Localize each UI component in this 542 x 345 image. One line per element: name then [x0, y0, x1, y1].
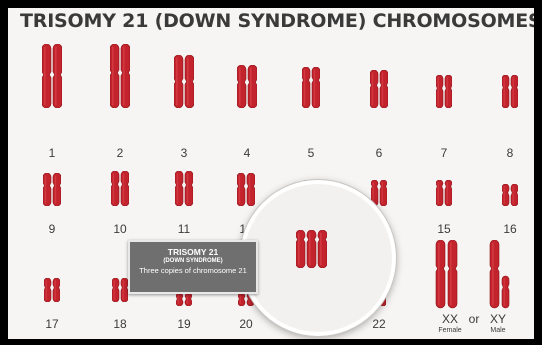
chromosome-pair-18	[112, 278, 128, 307]
chromosome-6-icon	[370, 70, 388, 108]
chromosome-label: 5	[297, 146, 325, 160]
chromosome-label: 16	[496, 222, 524, 236]
chromosome-label: 10	[106, 222, 134, 236]
female-label: Female	[432, 327, 468, 334]
xy-chromosomes-icon	[486, 240, 526, 310]
chromosome-pair-10	[111, 171, 129, 211]
trisomy-callout-box: TRISOMY 21 (DOWN SYNDROME) Three copies …	[128, 240, 258, 294]
xx-chromosomes-icon	[432, 240, 472, 310]
xy-chromosomes-icon-group	[486, 240, 526, 315]
chromosome-label: 19	[170, 317, 198, 331]
chromosome-label: 22	[365, 317, 393, 331]
chromosome-16-icon	[502, 184, 518, 206]
chromosome-pair-16	[502, 184, 518, 211]
male-label: Male	[484, 327, 512, 334]
xy-chromosomes-icon-chromosome	[502, 276, 509, 308]
chromosome-label: 9	[38, 222, 66, 236]
chromosome-label: 17	[38, 317, 66, 331]
chromosome-label: 18	[106, 317, 134, 331]
xx-chromosomes-icon-chromosome	[436, 240, 445, 308]
chromosome-pair-5	[302, 67, 320, 113]
chromosome-18-icon	[112, 278, 128, 302]
callout-subtitle: (DOWN SYNDROME)	[130, 258, 256, 264]
chromosome-pair-21	[296, 230, 327, 273]
chromosome-pair-7	[436, 75, 452, 113]
diagram-panel: TRISOMY 21 (DOWN SYNDROME) CHROMOSOMES 1…	[8, 8, 534, 339]
chromosome-3-icon	[174, 55, 194, 108]
chromosome-pair-3	[174, 55, 194, 113]
chromosome-label: 15	[430, 222, 458, 236]
callout-title: TRISOMY 21	[130, 247, 256, 257]
chromosome-label: 8	[496, 146, 524, 160]
chromosome-19-icon	[176, 293, 192, 306]
chromosome-pair-17	[44, 278, 60, 307]
chromosome-label: 7	[430, 146, 458, 160]
chromosome-15-icon	[436, 180, 452, 206]
chromosome-label: 1	[38, 146, 66, 160]
chromosome-pair-4	[237, 65, 257, 113]
chromosome-label: 4	[233, 146, 261, 160]
or-label: or	[466, 312, 482, 326]
chromosome-pair-15	[436, 180, 452, 211]
chromosome-17-icon	[44, 278, 60, 302]
xx-chromosomes-icon-group	[432, 240, 472, 315]
chromosome-1-icon	[42, 44, 62, 108]
chromosome-8-icon	[502, 75, 518, 108]
chromosome-pair-19	[176, 293, 192, 311]
chromosome-21-icon	[296, 230, 327, 268]
chromosome-pair-8	[502, 75, 518, 113]
xy-label: XY	[486, 312, 510, 326]
chromosome-pair-9	[43, 173, 61, 211]
chromosome-label: 2	[106, 146, 134, 160]
xx-chromosomes-icon-chromosome	[448, 240, 457, 308]
page-title: TRISOMY 21 (DOWN SYNDROME) CHROMOSOMES	[20, 10, 530, 32]
chromosome-2-icon	[110, 44, 130, 108]
chromosome-label: 20	[232, 317, 260, 331]
chromosome-12-icon	[237, 173, 255, 206]
xx-label: XX	[438, 312, 462, 326]
chromosome-5-icon	[302, 67, 320, 108]
chromosome-10-icon	[111, 171, 129, 206]
callout-text: Three copies of chromosome 21	[130, 266, 256, 275]
chromosome-11-icon	[175, 171, 193, 206]
chromosome-label: 11	[170, 222, 198, 236]
chromosome-label: 3	[170, 146, 198, 160]
chromosome-pair-12	[237, 173, 255, 211]
chromosome-7-icon	[436, 75, 452, 108]
chromosome-pair-6	[370, 70, 388, 113]
chromosome-label: 6	[365, 146, 393, 160]
xy-chromosomes-icon-chromosome	[490, 240, 499, 308]
chromosome-pair-11	[175, 171, 193, 211]
chromosome-pair-2	[110, 44, 130, 113]
chromosome-pair-1	[42, 44, 62, 113]
chromosome-4-icon	[237, 65, 257, 108]
chromosome-9-icon	[43, 173, 61, 206]
